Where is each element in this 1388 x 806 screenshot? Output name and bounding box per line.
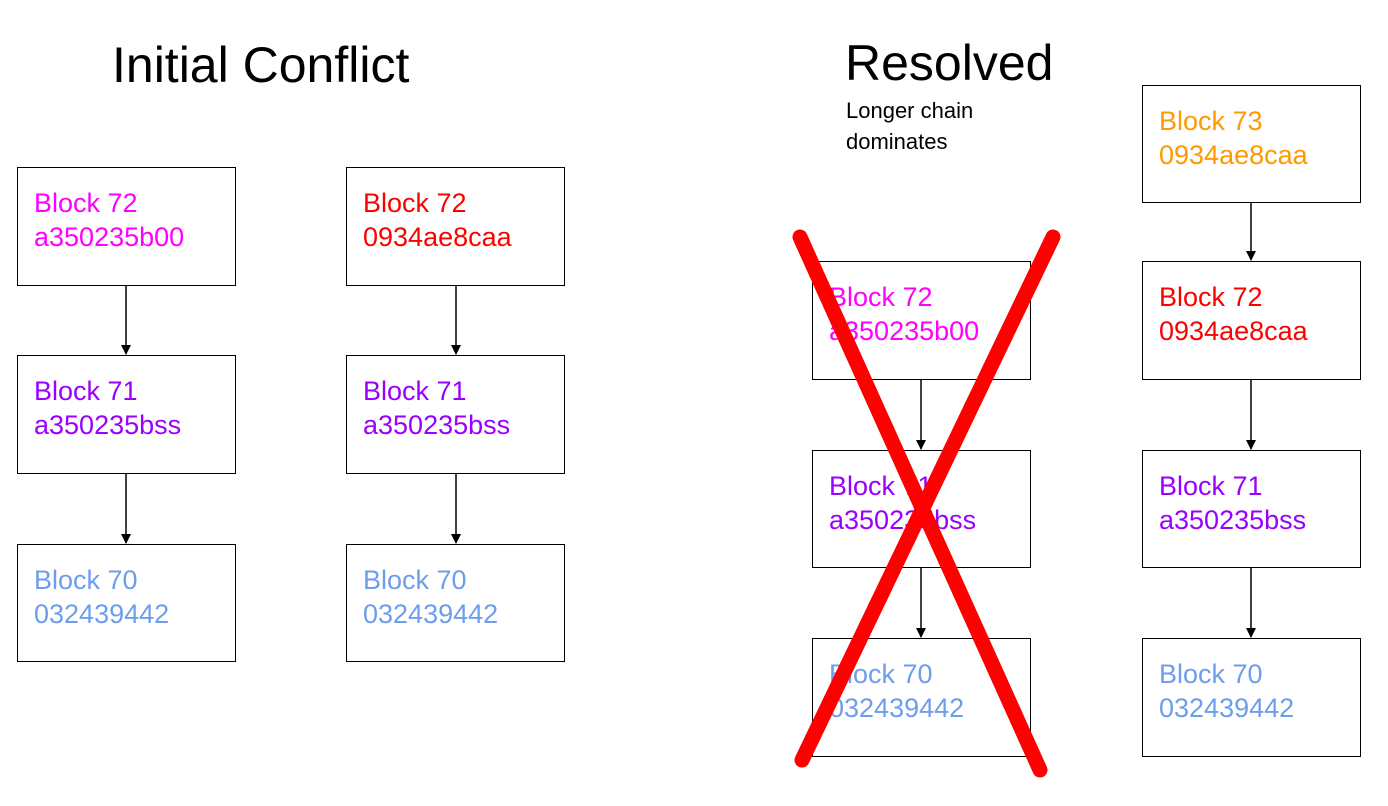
block-label: Block 73: [1159, 106, 1263, 136]
initial-chain-a-block-72: Block 72 a350235b00: [17, 167, 236, 286]
block-hash: 032439442: [1159, 693, 1295, 723]
resolved-subtitle: Longer chain dominates: [846, 98, 974, 154]
block-hash: 0934ae8caa: [363, 222, 512, 252]
block-label: Block 71: [1159, 471, 1263, 501]
block-label: Block 70: [34, 565, 138, 595]
block-hash: 0934ae8caa: [1159, 316, 1308, 346]
initial-chain-a-block-70: Block 70 032439442: [17, 544, 236, 662]
resolved-title: Resolved: [845, 35, 1054, 91]
block-label: Block 72: [363, 188, 467, 218]
block-hash: 032439442: [34, 599, 170, 629]
block-label: Block 71: [34, 376, 138, 406]
block-hash: 032439442: [363, 599, 499, 629]
main-chain-block-70: Block 70 032439442: [1142, 638, 1361, 757]
block-label: Block 72: [829, 282, 933, 312]
initial-conflict-title: Initial Conflict: [112, 37, 410, 93]
block-label: Block 72: [1159, 282, 1263, 312]
initial-chain-a-block-71: Block 71 a350235bss: [17, 355, 236, 474]
main-chain-block-71: Block 71 a350235bss: [1142, 450, 1361, 568]
block-hash: a350235bss: [1159, 505, 1307, 535]
block-hash: 032439442: [829, 693, 965, 723]
block-label: Block 70: [363, 565, 467, 595]
main-chain-block-72: Block 72 0934ae8caa: [1142, 261, 1361, 380]
block-label: Block 72: [34, 188, 138, 218]
initial-chain-b-block-71: Block 71 a350235bss: [346, 355, 565, 474]
initial-chain-b-block-72: Block 72 0934ae8caa: [346, 167, 565, 286]
block-label: Block 70: [1159, 659, 1263, 689]
block-hash: a350235b00: [34, 222, 185, 252]
initial-chain-b-block-70: Block 70 032439442: [346, 544, 565, 662]
block-hash: a350235bss: [363, 410, 511, 440]
block-label: Block 71: [363, 376, 467, 406]
block-hash: 0934ae8caa: [1159, 140, 1308, 170]
cross-out-stroke-2: [794, 229, 1061, 768]
block-hash: a350235bss: [34, 410, 182, 440]
main-chain-block-73: Block 73 0934ae8caa: [1142, 85, 1361, 203]
block-hash: a350235bss: [829, 505, 977, 535]
